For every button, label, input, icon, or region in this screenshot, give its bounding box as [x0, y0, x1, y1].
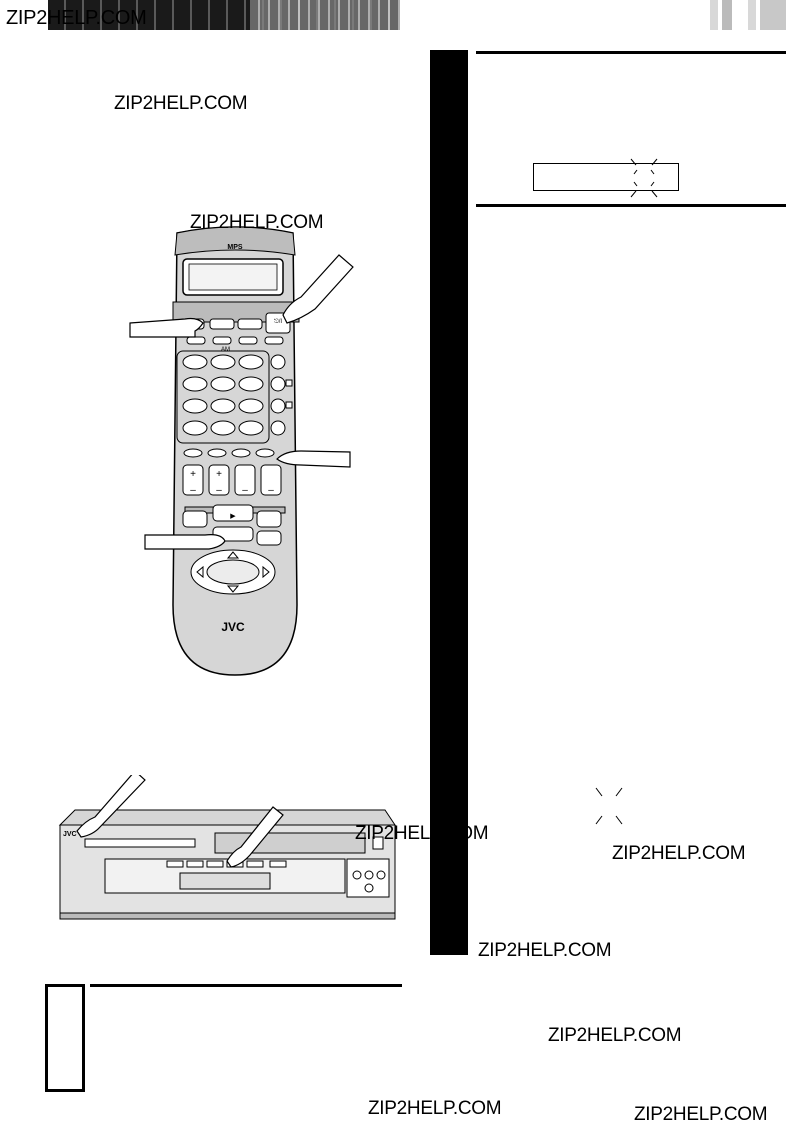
section-rule	[476, 204, 786, 207]
watermark-text: ZIP2HELP.COM	[355, 823, 489, 844]
section-rule	[476, 51, 786, 54]
vcr-deck-illustration: JVC	[58, 775, 396, 920]
display-readout-box	[533, 158, 679, 198]
watermark-text: ZIP2HELP.COM	[114, 93, 248, 114]
svg-text:–: –	[242, 485, 248, 496]
svg-text:–: –	[216, 485, 222, 496]
svg-text:MPS: MPS	[227, 244, 243, 251]
page-tab-mark	[722, 0, 732, 30]
watermark-text: ZIP2HELP.COM	[634, 1104, 768, 1125]
svg-text:▶: ▶	[230, 513, 236, 520]
blink-marks-icon	[630, 158, 658, 198]
header-bar-fade	[250, 0, 400, 30]
watermark-text: ZIP2HELP.COM	[548, 1025, 682, 1046]
header-watermark: ZIP2HELP.COM	[6, 7, 147, 29]
svg-text:⎋/I: ⎋/I	[274, 318, 282, 325]
remote-brand: JVC	[221, 620, 245, 634]
svg-text:AM: AM	[221, 347, 230, 353]
watermark-text: ZIP2HELP.COM	[368, 1098, 502, 1119]
svg-text:+: +	[190, 469, 196, 480]
section-sidebar-bar	[430, 50, 468, 955]
section-rule	[90, 984, 402, 987]
page-tab-mark	[710, 0, 718, 30]
svg-text:–: –	[268, 485, 274, 496]
blink-marks-icon	[595, 787, 623, 825]
page-tab-mark	[748, 0, 756, 30]
vcr-brand: JVC	[63, 831, 77, 838]
page-tab-mark	[760, 0, 786, 30]
watermark-text: ZIP2HELP.COM	[478, 940, 612, 961]
watermark-text: ZIP2HELP.COM	[612, 843, 746, 864]
remote-control-illustration: MPS ⎋/I AM + + – – – – ▶ JVC	[129, 226, 354, 676]
svg-text:+: +	[216, 469, 222, 480]
svg-text:–: –	[190, 485, 196, 496]
watermark-text: ZIP2HELP.COM	[190, 212, 324, 233]
note-box	[45, 984, 85, 1092]
